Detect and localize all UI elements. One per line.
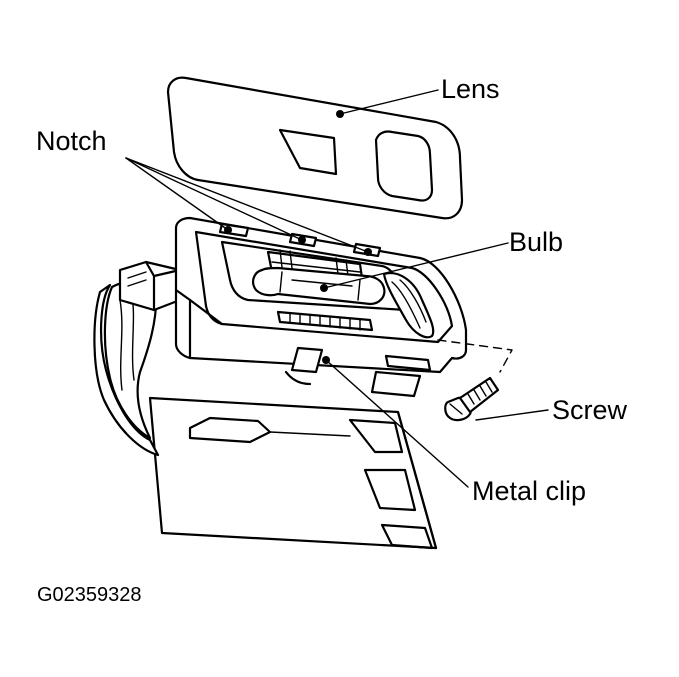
bulb-assembly (252, 249, 386, 332)
figure-id: G02359328 (37, 584, 142, 606)
notch-label: Notch (36, 126, 107, 156)
lens-label: Lens (441, 74, 500, 104)
wire-harness (93, 260, 182, 457)
trim-panel (148, 396, 438, 550)
leader-lines (125, 89, 549, 488)
screw (444, 376, 500, 422)
bulb-label: Bulb (509, 227, 564, 257)
lamp-housing (174, 216, 468, 398)
screw-label: Screw (552, 395, 628, 425)
metal-clip-label: Metal clip (472, 476, 587, 506)
screw-guide-line (437, 339, 513, 373)
lens (166, 76, 464, 220)
